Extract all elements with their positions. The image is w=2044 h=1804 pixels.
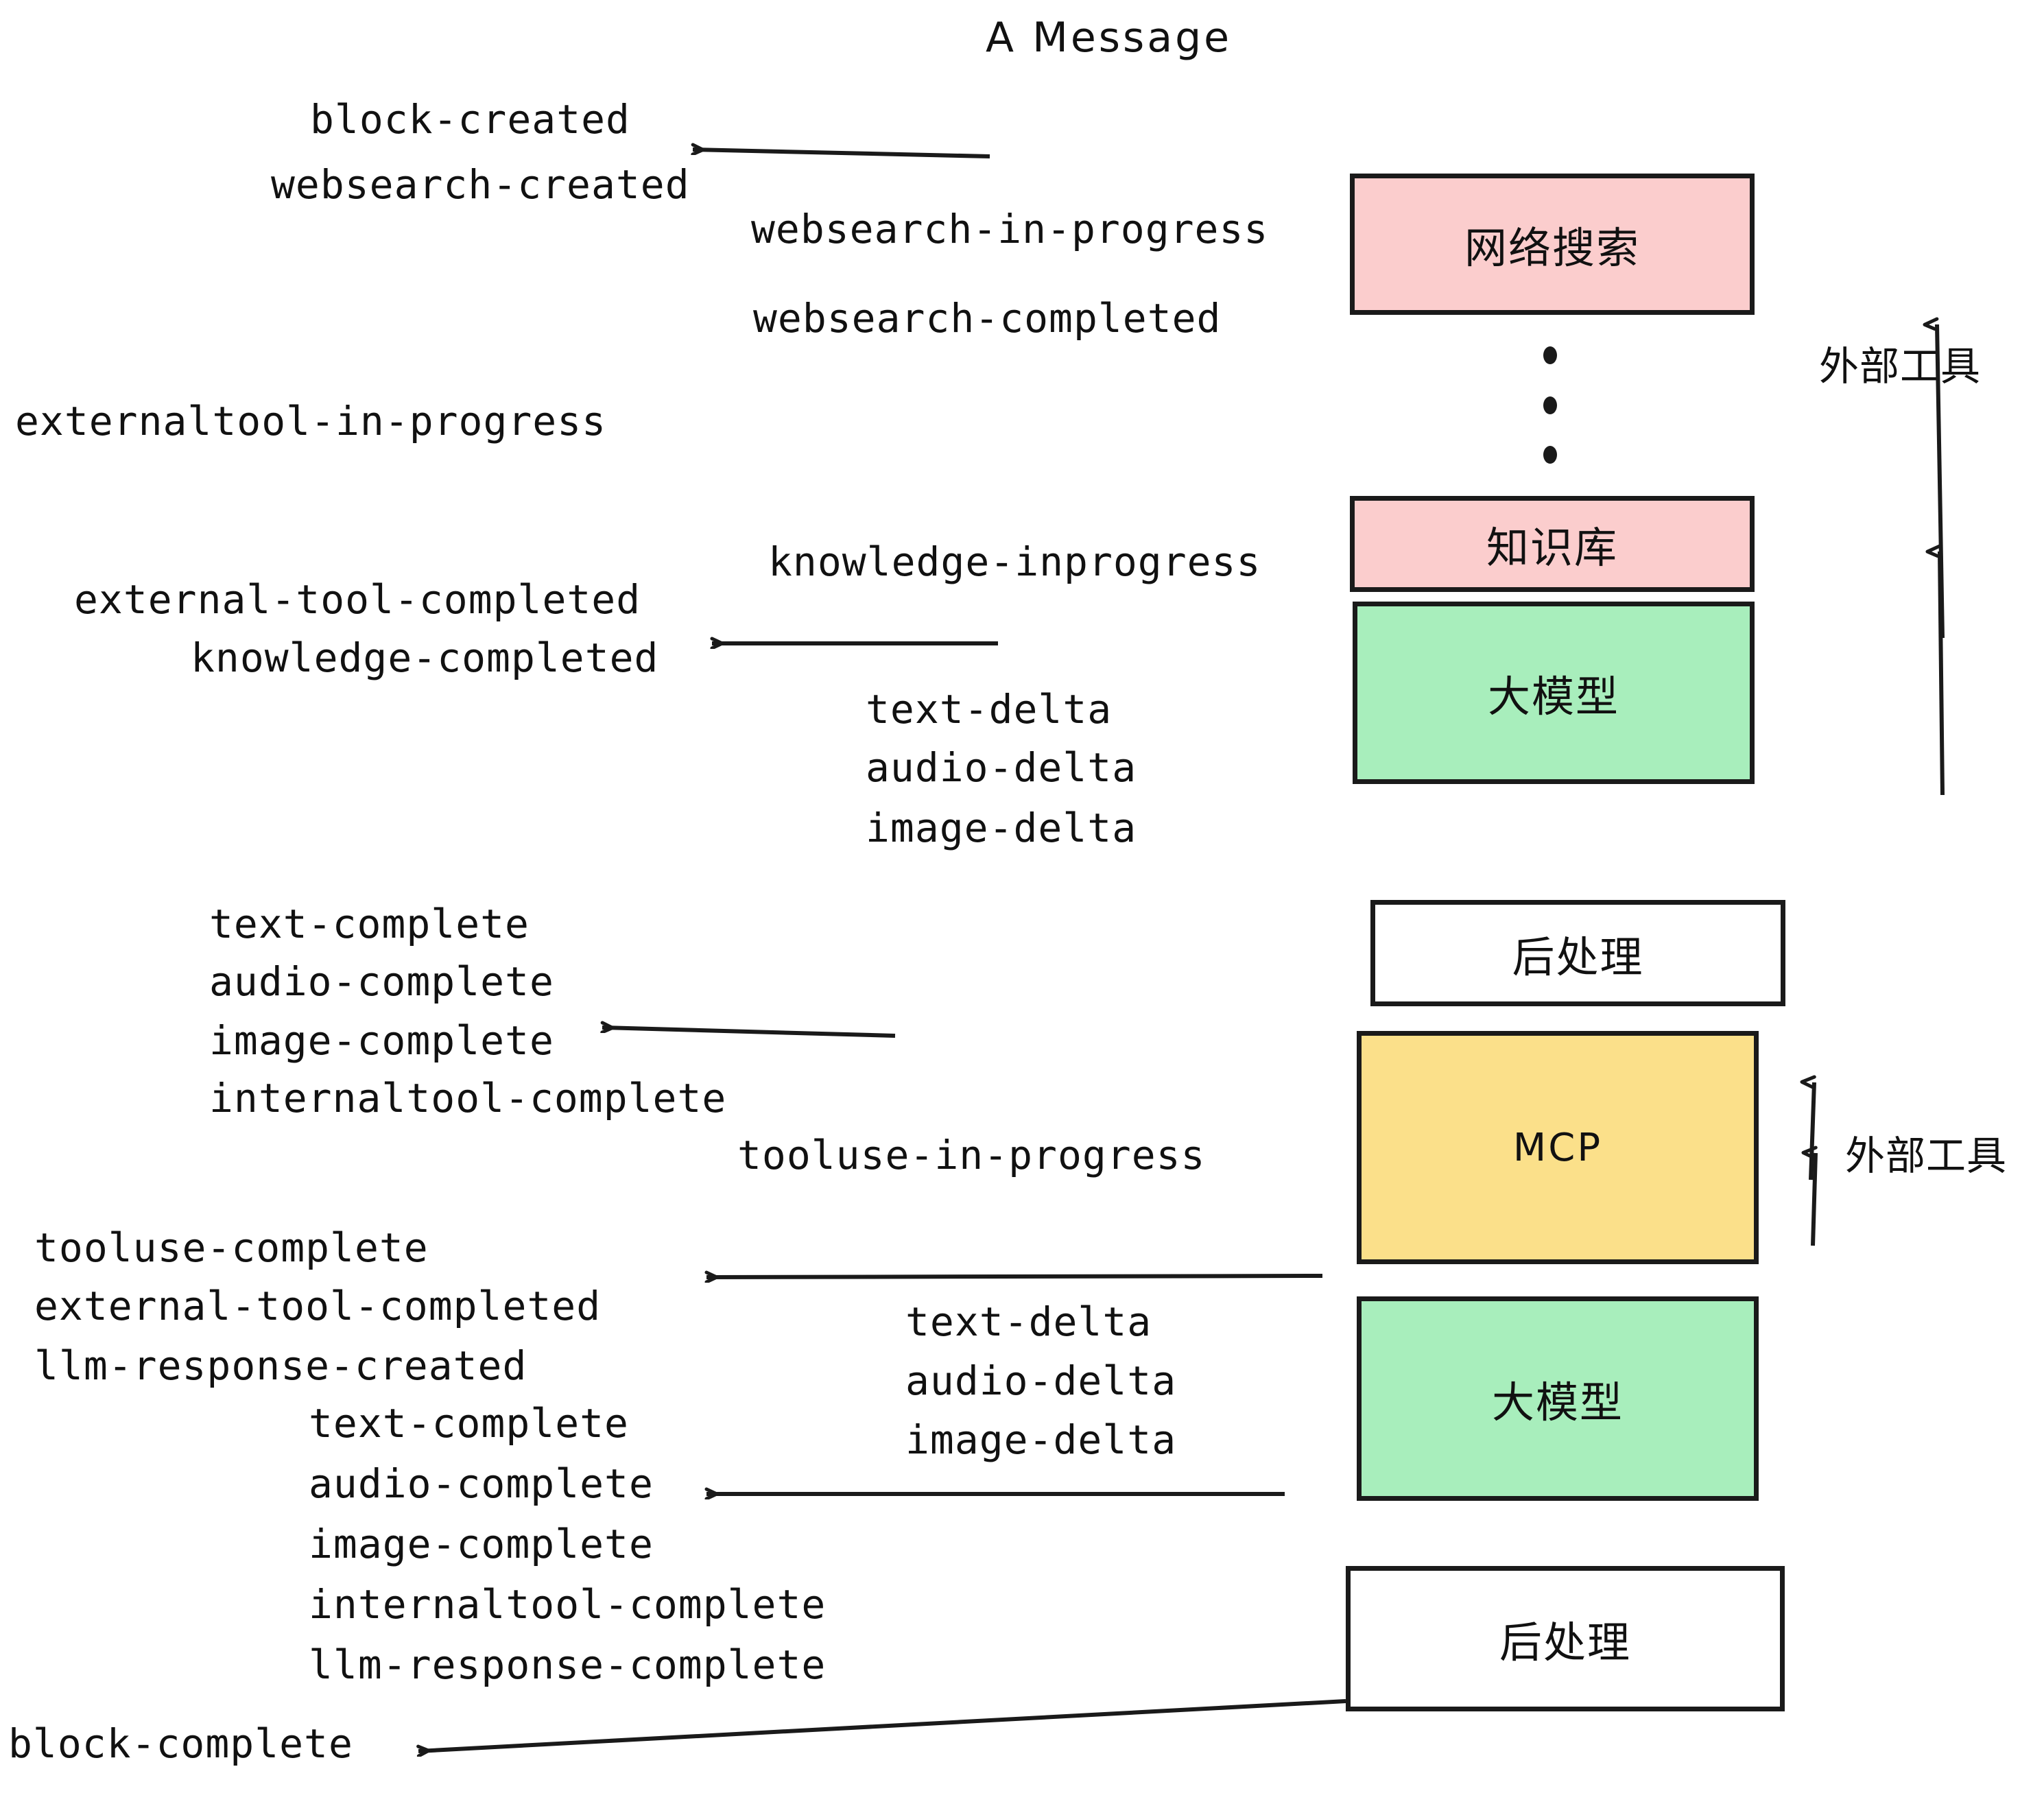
event-label-internaltool-complete-2: internaltool-complete (309, 1581, 827, 1628)
node-label: MCP (1512, 1125, 1603, 1170)
arrow-tooluse-complete (706, 1276, 1323, 1277)
event-label-llm-response-created: llm-response-created (34, 1342, 527, 1389)
node-label: 大模型 (1491, 1377, 1624, 1427)
node-label: 知识库 (1486, 523, 1618, 573)
group-label-external-tools-2: 外部工具 (1845, 1132, 2008, 1179)
event-label-text-complete-2: text-complete (309, 1400, 629, 1447)
node-label: 网络搜索 (1464, 223, 1640, 273)
event-label-image-complete-2: image-complete (309, 1521, 654, 1567)
arrow-external-tools-down-2 (1813, 1153, 1818, 1246)
node-llm-1[interactable]: 大模型 (1353, 602, 1755, 784)
event-label-audio-complete-1: audio-complete (209, 958, 554, 1005)
event-label-external-tool-completed-1: external-tool-completed (74, 576, 641, 623)
node-web-search[interactable]: 网络搜索 (1350, 174, 1755, 315)
ellipsis-dot (1543, 346, 1557, 364)
node-mcp[interactable]: MCP (1357, 1031, 1759, 1264)
event-label-externaltool-in-progress: externaltool-in-progress (15, 398, 607, 444)
event-label-audio-complete-2: audio-complete (309, 1460, 654, 1507)
event-label-audio-delta-2: audio-delta (905, 1357, 1177, 1404)
event-label-websearch-completed: websearch-completed (753, 295, 1222, 342)
event-label-internaltool-complete-1: internaltool-complete (209, 1075, 727, 1121)
event-label-knowledge-completed: knowledge-completed (191, 634, 659, 681)
node-label: 后处理 (1512, 931, 1644, 982)
event-label-image-complete-1: image-complete (209, 1017, 554, 1064)
node-postprocess-1[interactable]: 后处理 (1370, 900, 1785, 1006)
node-label: 大模型 (1487, 672, 1619, 722)
event-label-websearch-created: websearch-created (271, 161, 690, 208)
event-label-image-delta-1: image-delta (866, 805, 1137, 851)
event-label-block-created: block-created (310, 96, 630, 143)
event-label-audio-delta-1: audio-delta (866, 744, 1137, 791)
node-postprocess-2[interactable]: 后处理 (1346, 1566, 1785, 1711)
node-knowledge-base[interactable]: 知识库 (1350, 496, 1755, 592)
event-label-text-complete-1: text-complete (209, 901, 530, 947)
event-label-websearch-in-progress: websearch-in-progress (751, 206, 1269, 252)
event-label-text-delta-2: text-delta (905, 1298, 1152, 1345)
node-llm-2[interactable]: 大模型 (1357, 1296, 1759, 1501)
event-label-tooluse-in-progress: tooluse-in-progress (737, 1132, 1206, 1178)
ellipsis-dot (1543, 446, 1557, 464)
group-label-external-tools-1: 外部工具 (1819, 343, 1982, 390)
event-label-external-tool-completed-2: external-tool-completed (34, 1283, 602, 1329)
arrow-external-tools-down-1 (1940, 551, 1945, 796)
page-title: A Message (986, 14, 1233, 62)
arrow-websearch-created (693, 150, 990, 158)
event-label-tooluse-complete: tooluse-complete (34, 1224, 429, 1271)
arrow-image-complete (602, 1028, 896, 1038)
event-label-text-delta-1: text-delta (866, 686, 1113, 733)
event-label-llm-response-complete: llm-response-complete (309, 1641, 827, 1688)
node-label: 后处理 (1499, 1617, 1631, 1667)
arrow-block-complete (418, 1699, 1346, 1751)
arrow-external-tools-up-2 (1811, 1082, 1816, 1180)
event-label-knowledge-inprogress: knowledge-inprogress (768, 538, 1261, 585)
event-label-block-complete: block-complete (8, 1720, 353, 1767)
ellipsis-dot (1543, 396, 1557, 414)
event-label-image-delta-2: image-delta (905, 1416, 1177, 1463)
